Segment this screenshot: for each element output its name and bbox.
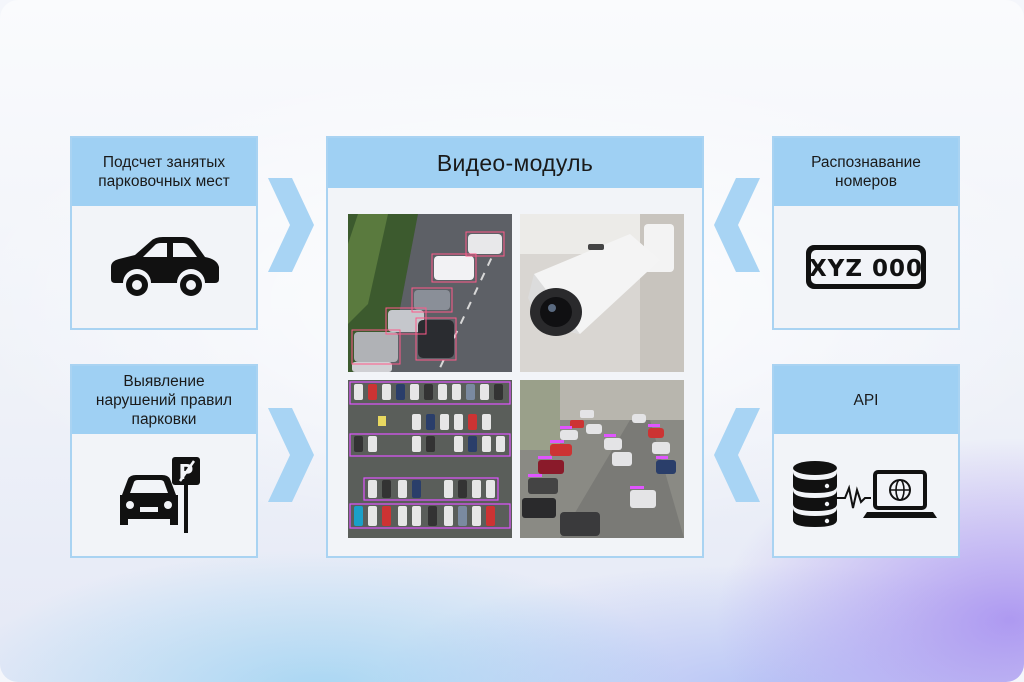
plate-text: XYZ 000 (809, 256, 923, 282)
photo-parking-lot-top-view (348, 380, 512, 538)
panel-occupancy-title: Подсчет занятых парковочных мест (72, 138, 256, 206)
panel-violation-detection: Выявление нарушений правил парковки P (70, 364, 258, 558)
photo-surveillance-camera (520, 214, 684, 372)
chevron-right-icon (268, 408, 314, 502)
photo-street-many-cars-detections (520, 380, 684, 538)
license-plate-icon: XYZ 000 (806, 245, 926, 289)
database-laptop-icon (793, 461, 937, 527)
panel-occupancy-count: Подсчет занятых парковочных мест (70, 136, 258, 330)
chevron-left-icon (714, 408, 760, 502)
photo-street-parking-detections (348, 214, 512, 372)
panel-video-module: Видео-модуль (326, 136, 704, 558)
video-module-title: Видео-модуль (328, 138, 702, 188)
car-icon (111, 237, 219, 296)
chevron-right-icon (268, 178, 314, 272)
panel-violation-title: Выявление нарушений правил парковки (72, 366, 256, 434)
chevron-left-icon (714, 178, 760, 272)
panel-api: API (772, 364, 960, 558)
panel-plate-title: Распознавание номеров (774, 138, 958, 206)
panel-api-title: API (774, 366, 958, 434)
parking-violation-icon: P (120, 457, 200, 533)
panel-plate-recognition: Распознавание номеров XYZ 000 (772, 136, 960, 330)
